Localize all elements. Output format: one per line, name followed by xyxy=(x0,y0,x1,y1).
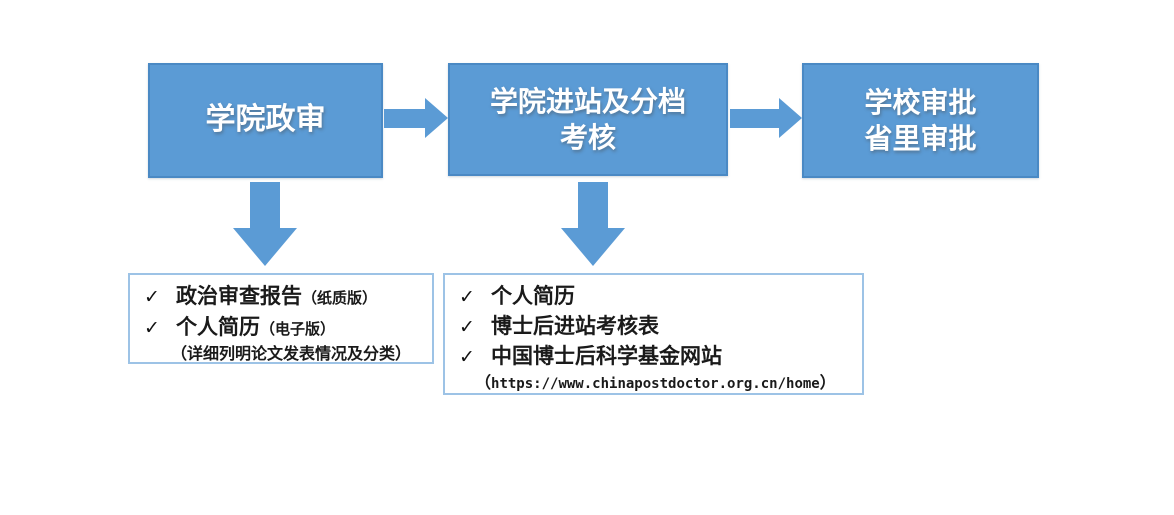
list-item: ✓ 个人简历 （电子版） xyxy=(144,313,426,344)
list-item-text: 中国博士后科学基金网站 xyxy=(491,345,722,368)
detail-box-political-review-materials: ✓ 政治审查报告 （纸质版） ✓ 个人简历 （电子版） （详细列明论文发表情况及… xyxy=(128,273,434,364)
check-icon: ✓ xyxy=(459,317,475,338)
flow-box-label-line1: 学校审批 xyxy=(864,86,977,118)
arrow-down-icon xyxy=(250,182,280,228)
list-item-suffix: （电子版） xyxy=(260,321,336,338)
check-icon: ✓ xyxy=(144,318,160,339)
flow-box-label: 学院政审 xyxy=(205,103,326,137)
list-item-text: 博士后进站考核表 xyxy=(491,315,659,338)
flow-box-label-line1: 学院进站及分档 xyxy=(489,85,686,117)
arrow-right-icon xyxy=(779,98,802,138)
check-icon: ✓ xyxy=(459,287,475,308)
paren-close: ） xyxy=(819,375,836,392)
url-text: https://www.chinapostdoctor.org.cn/home xyxy=(491,376,820,392)
list-item-text: 个人简历 xyxy=(491,285,575,308)
arrow-down-icon xyxy=(561,228,625,266)
list-item-suffix: （纸质版） xyxy=(302,290,378,307)
arrow-down-icon xyxy=(578,182,608,228)
arrow-right-icon xyxy=(730,109,779,128)
check-icon: ✓ xyxy=(144,287,160,308)
check-icon: ✓ xyxy=(459,347,475,368)
list-item-note: （详细列明论文发表情况及分类） xyxy=(171,346,412,363)
flow-box-college-political-review: 学院政审 xyxy=(148,63,383,178)
arrow-right-icon xyxy=(384,109,425,128)
list-item: ✓ 博士后进站考核表 xyxy=(459,312,856,342)
paren-open: （ xyxy=(475,375,492,392)
list-item-text: 政治审查报告 xyxy=(176,285,302,308)
arrow-right-icon xyxy=(425,98,448,138)
flow-box-entry-grading-assessment: 学院进站及分档 考核 xyxy=(448,63,728,176)
flow-box-label-line2: 省里审批 xyxy=(864,122,977,154)
list-item: ✓ 中国博士后科学基金网站 xyxy=(459,342,856,372)
list-item-text: 个人简历 xyxy=(176,316,260,339)
postdoctor-website-url: （https://www.chinapostdoctor.org.cn/home… xyxy=(459,372,856,396)
arrow-down-icon xyxy=(233,228,297,266)
detail-box-entry-assessment-materials: ✓ 个人简历 ✓ 博士后进站考核表 ✓ 中国博士后科学基金网站 （https:/… xyxy=(443,273,864,395)
list-item: ✓ 个人简历 xyxy=(459,282,856,312)
list-item: ✓ 政治审查报告 （纸质版） xyxy=(144,282,426,313)
flow-box-label-line2: 考核 xyxy=(559,121,616,153)
flow-box-school-province-approval: 学校审批 省里审批 xyxy=(802,63,1039,178)
